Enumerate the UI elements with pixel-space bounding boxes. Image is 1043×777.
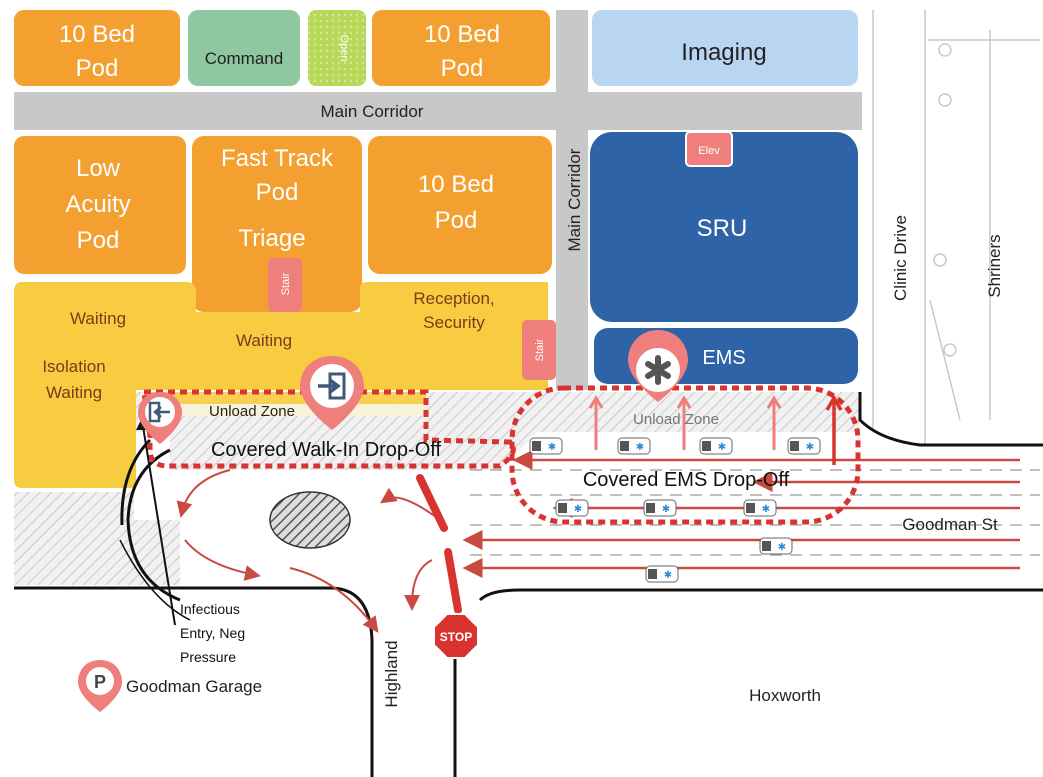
- svg-text:✱: ✱: [762, 504, 770, 515]
- label-10-bed-pod-2-line1: 10 Bed: [424, 21, 500, 48]
- svg-text:✱: ✱: [718, 442, 726, 453]
- label-covered-walkin: Covered Walk-In Drop-Off: [211, 439, 442, 461]
- traffic-lanes: [462, 450, 1020, 578]
- label-fast-track-1: Fast Track: [221, 145, 334, 172]
- label-stair-1: Stair: [280, 272, 292, 295]
- stop-sign-text: STOP: [440, 630, 472, 644]
- room-stair-1: [268, 258, 302, 312]
- label-open: Open: [338, 35, 350, 62]
- svg-text:✱: ✱: [778, 542, 786, 553]
- label-sru: SRU: [697, 215, 748, 242]
- label-elev: Elev: [698, 145, 720, 157]
- covered-walkin-outline: [141, 389, 516, 469]
- parking-icon: P: [78, 660, 122, 712]
- site-lines: [872, 10, 1040, 445]
- label-reception-1: Reception,: [413, 289, 494, 308]
- label-isolation-2: Waiting: [46, 383, 102, 402]
- exit-arrow-icon: [138, 392, 182, 444]
- barriers: [416, 474, 462, 614]
- room-open: [308, 10, 366, 86]
- label-unload-zone-walkin: Unload Zone: [209, 403, 295, 420]
- room-command: [188, 10, 300, 86]
- label-waiting-2: Waiting: [236, 331, 292, 350]
- entry-arrow-icon: [300, 356, 364, 430]
- main-corridor-horizontal: [14, 92, 862, 130]
- label-low-acuity-1: Low: [76, 155, 121, 182]
- label-low-acuity-3: Pod: [77, 227, 120, 254]
- room-stair-2: [522, 320, 556, 380]
- label-goodman-st: Goodman St: [902, 515, 998, 534]
- infectious-leader: [141, 419, 176, 626]
- svg-text:✱: ✱: [664, 570, 672, 581]
- covered-ems-outline: [509, 385, 861, 525]
- label-10-bed-pod-3-line2: Pod: [435, 207, 478, 234]
- label-reception-2: Security: [423, 313, 485, 332]
- label-imaging: Imaging: [681, 39, 766, 66]
- svg-text:✱: ✱: [636, 442, 644, 453]
- label-shriners: Shriners: [985, 234, 1004, 297]
- label-main-corridor-h: Main Corridor: [321, 102, 424, 121]
- label-10-bed-pod-2-line2: Pod: [441, 55, 484, 82]
- svg-text:✱: ✱: [574, 504, 582, 515]
- stop-sign-icon: STOP: [433, 613, 479, 659]
- ems-unload-arrows: [588, 395, 782, 450]
- star-of-life-icon: [628, 330, 688, 402]
- label-main-corridor-v: Main Corridor: [565, 148, 584, 251]
- label-unload-zone-ems: Unload Zone: [633, 411, 719, 428]
- label-hoxworth: Hoxworth: [749, 686, 821, 705]
- label-highland: Highland: [382, 640, 401, 707]
- room-sru: [590, 132, 858, 322]
- room-fast-track-pod: [192, 136, 362, 312]
- label-low-acuity-2: Acuity: [65, 191, 130, 218]
- room-isolation-waiting: [14, 372, 136, 488]
- room-elevator: [685, 131, 733, 167]
- room-waiting-area: [14, 282, 548, 390]
- label-fast-track-2: Pod: [256, 179, 299, 206]
- route-arrows: [176, 469, 441, 633]
- label-infectious-1: Infectious: [180, 601, 240, 617]
- roundabout-island: [269, 491, 351, 549]
- label-ems: EMS: [702, 347, 745, 369]
- label-command: Command: [205, 49, 283, 68]
- svg-text:✱: ✱: [662, 504, 670, 515]
- svg-text:✱: ✱: [806, 442, 814, 453]
- label-10-bed-pod-1-line1: 10 Bed: [59, 21, 135, 48]
- label-isolation-1: Isolation: [42, 357, 105, 376]
- label-infectious-3: Pressure: [180, 649, 236, 665]
- room-low-acuity-pod: [14, 136, 186, 274]
- room-10-bed-pod-1: [14, 10, 180, 86]
- label-clinic-drive: Clinic Drive: [891, 215, 910, 301]
- label-covered-ems: Covered EMS Drop-Off: [583, 469, 790, 491]
- label-stair-2: Stair: [534, 338, 546, 361]
- room-10-bed-pod-3: [368, 136, 552, 274]
- room-imaging: [592, 10, 858, 86]
- label-fast-track-3: Triage: [238, 225, 305, 252]
- label-10-bed-pod-3-line1: 10 Bed: [418, 171, 494, 198]
- label-waiting-1: Waiting: [70, 309, 126, 328]
- room-10-bed-pod-2: [372, 10, 550, 86]
- label-10-bed-pod-1-line2: Pod: [76, 55, 119, 82]
- label-goodman-garage: Goodman Garage: [126, 677, 262, 696]
- parking-letter: P: [94, 672, 106, 692]
- main-corridor-vertical: [556, 10, 588, 390]
- label-infectious-2: Entry, Neg: [180, 625, 245, 641]
- drive-apron: [14, 392, 860, 585]
- svg-text:✱: ✱: [548, 442, 556, 453]
- roads: [14, 392, 1043, 777]
- ambulances: ✱ ✱ ✱ ✱ ✱ ✱ ✱ ✱ ✱: [529, 437, 821, 583]
